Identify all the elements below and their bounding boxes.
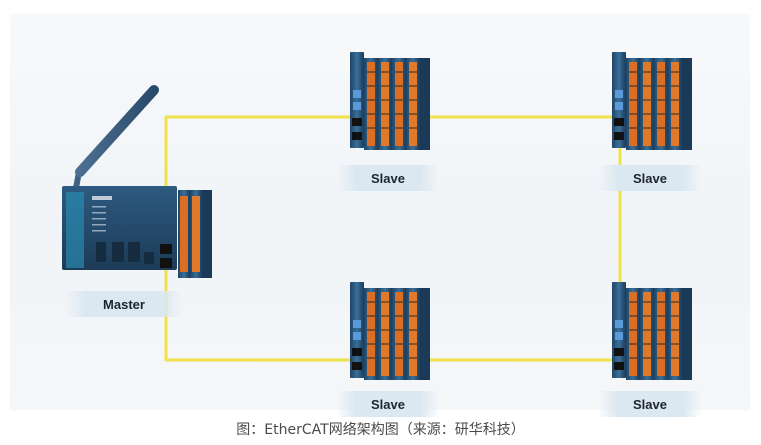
- slave-label-2: Slave: [598, 165, 702, 191]
- slave-module-4: [611, 281, 693, 381]
- slave-label-text: Slave: [633, 396, 667, 412]
- slave-label-text: Slave: [633, 170, 667, 186]
- slave-label-1: Slave: [336, 165, 440, 191]
- slave-label-text: Slave: [371, 396, 405, 412]
- master-controller: [62, 85, 212, 278]
- figure-caption: 图：EtherCAT网络架构图（来源：研华科技）: [236, 422, 525, 438]
- slave-label-3: Slave: [336, 391, 440, 417]
- slave-module-1: [349, 51, 431, 151]
- slave-module-2: [611, 51, 693, 151]
- slave-module-3: [349, 281, 431, 381]
- master-label-text: Master: [103, 296, 145, 312]
- master-label: Master: [64, 291, 184, 317]
- antenna-icon: [73, 85, 159, 189]
- slave-label-4: Slave: [598, 391, 702, 417]
- slave-label-text: Slave: [371, 170, 405, 186]
